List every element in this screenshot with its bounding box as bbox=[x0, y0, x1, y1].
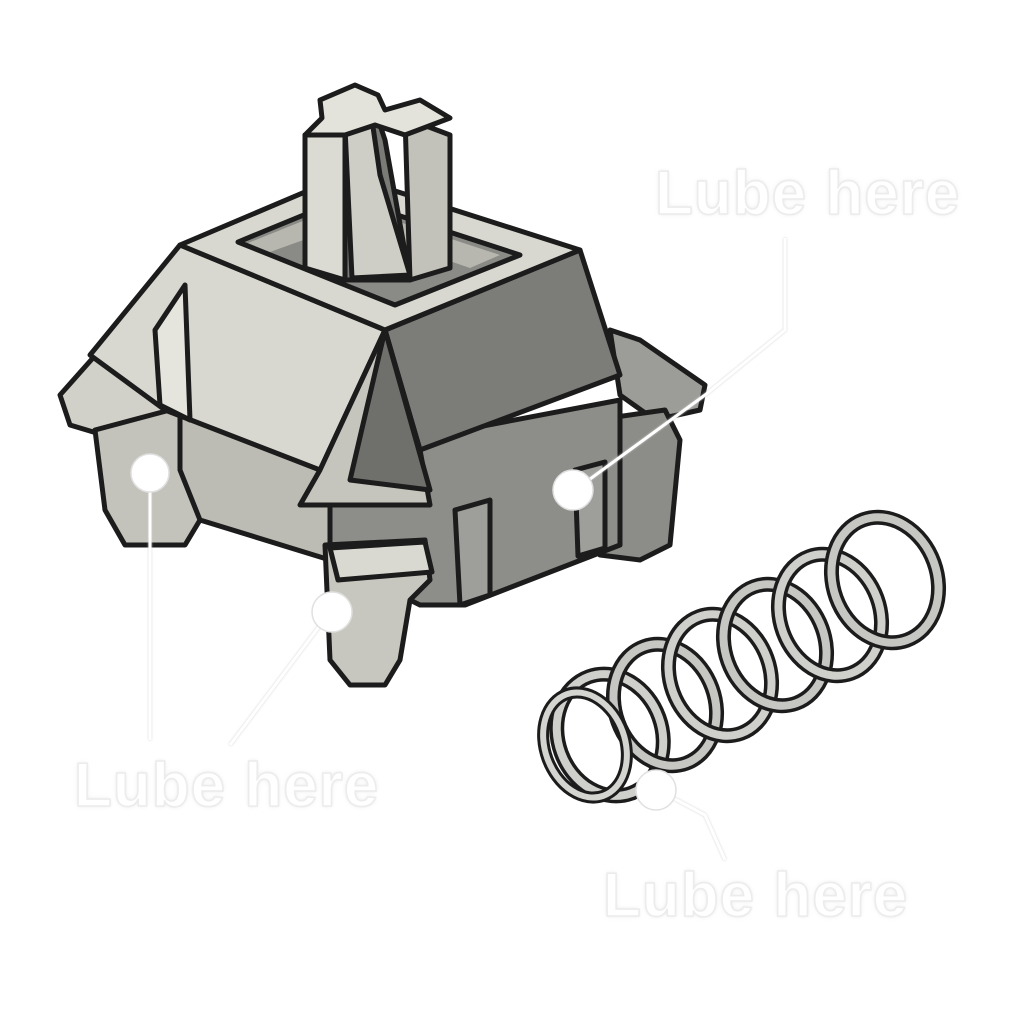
stem bbox=[302, 82, 453, 283]
stem-cross-top bbox=[302, 82, 453, 138]
stem-right-post bbox=[402, 115, 453, 283]
callout-dots bbox=[130, 453, 677, 811]
callout-label-top: Lube here bbox=[654, 158, 961, 229]
lower-rib-1 bbox=[452, 497, 493, 608]
dot-housing-left bbox=[130, 453, 170, 493]
spring-coils bbox=[537, 509, 947, 804]
dot-housing-right bbox=[552, 469, 594, 511]
leader-left-2 bbox=[228, 611, 332, 746]
left-ridge bbox=[152, 282, 193, 423]
dot-spring bbox=[635, 769, 677, 811]
callout-leaders bbox=[148, 238, 787, 861]
stem-left-post bbox=[302, 117, 348, 283]
right-flange bbox=[607, 327, 708, 423]
dot-front-leg bbox=[311, 591, 353, 633]
spring bbox=[537, 509, 947, 804]
leader-top bbox=[574, 238, 787, 492]
front-leg-cap bbox=[327, 539, 435, 583]
front-corner-shadow bbox=[347, 327, 433, 493]
callout-label-left: Lube here bbox=[73, 750, 380, 821]
callout-label-bottom: Lube here bbox=[602, 860, 909, 931]
